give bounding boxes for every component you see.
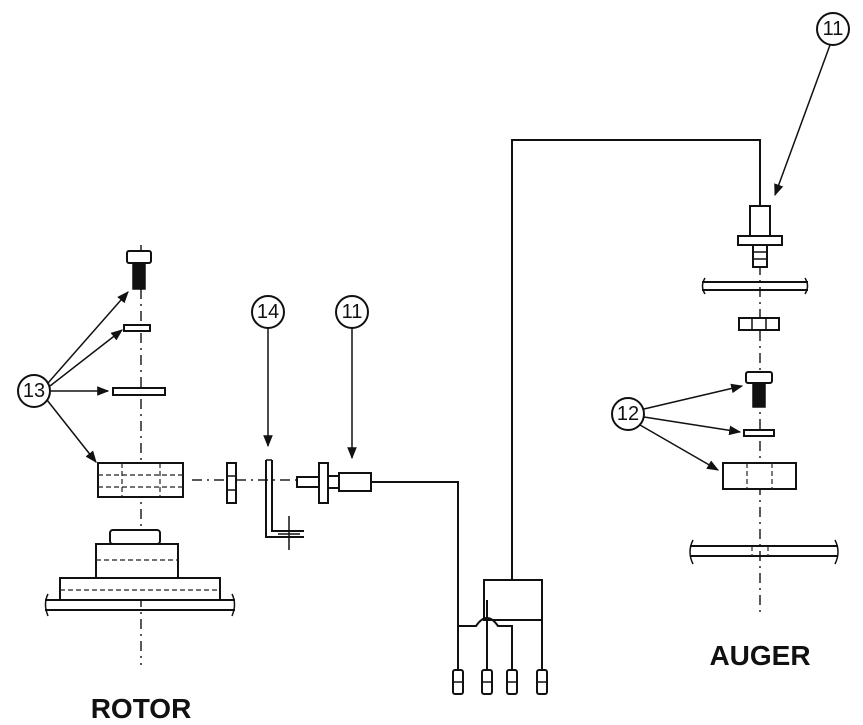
- connector-4: [536, 669, 548, 695]
- rotor-sensor: [296, 462, 372, 504]
- callout-11-top-label: 11: [823, 18, 844, 40]
- rotor-hub: [44, 529, 236, 617]
- auger-nut: [738, 317, 780, 331]
- branch-a: [458, 617, 513, 670]
- connector-1: [452, 669, 464, 695]
- arrow-12-block: [639, 424, 720, 471]
- callout-13-label: 13: [23, 380, 45, 402]
- arrow-12-washer: [643, 416, 742, 436]
- callout-12-label: 12: [617, 403, 639, 425]
- callout-14-label: 14: [257, 301, 279, 323]
- auger-assembly: [689, 205, 839, 615]
- callout-11-sensor: 11: [335, 295, 369, 460]
- callout-14: 14: [251, 295, 285, 448]
- auger-sensor-cable: [511, 139, 761, 580]
- auger-lower-plate: [689, 539, 839, 565]
- arrow-12-bolt: [643, 383, 744, 410]
- arrow-11-top: [774, 44, 831, 197]
- auger-label: AUGER: [709, 640, 810, 671]
- callout-12: 12: [611, 383, 744, 471]
- auger-washer: [743, 429, 775, 437]
- rotor-sensor-cable: [371, 481, 459, 670]
- auger-upper-plate: [701, 277, 809, 295]
- auger-sensor: [737, 205, 783, 268]
- rotor-assembly: [44, 245, 236, 665]
- rotor-flat-washer: [112, 387, 166, 396]
- rotor-lock-washer: [123, 324, 151, 332]
- auger-bolt: [745, 371, 773, 408]
- callout-11-top: 11: [774, 12, 850, 197]
- connector-3: [506, 669, 518, 695]
- junction-box: [483, 579, 543, 621]
- arrow-13-lock-washer: [49, 329, 123, 387]
- rotor-spacer-block: [97, 462, 184, 498]
- connector-2: [481, 669, 493, 695]
- callout-11-sensor-label: 11: [342, 301, 363, 323]
- bracket-nut: [226, 462, 237, 504]
- rotor-bolt: [126, 250, 152, 290]
- rotor-label: ROTOR: [91, 693, 192, 724]
- arrow-13-bolt: [47, 291, 129, 384]
- wiring-harness: [371, 139, 761, 695]
- callout-13: 13: [17, 291, 129, 463]
- l-bracket: [265, 459, 304, 550]
- arrow-13-spacer: [46, 399, 97, 463]
- auger-spacer-block: [722, 462, 797, 490]
